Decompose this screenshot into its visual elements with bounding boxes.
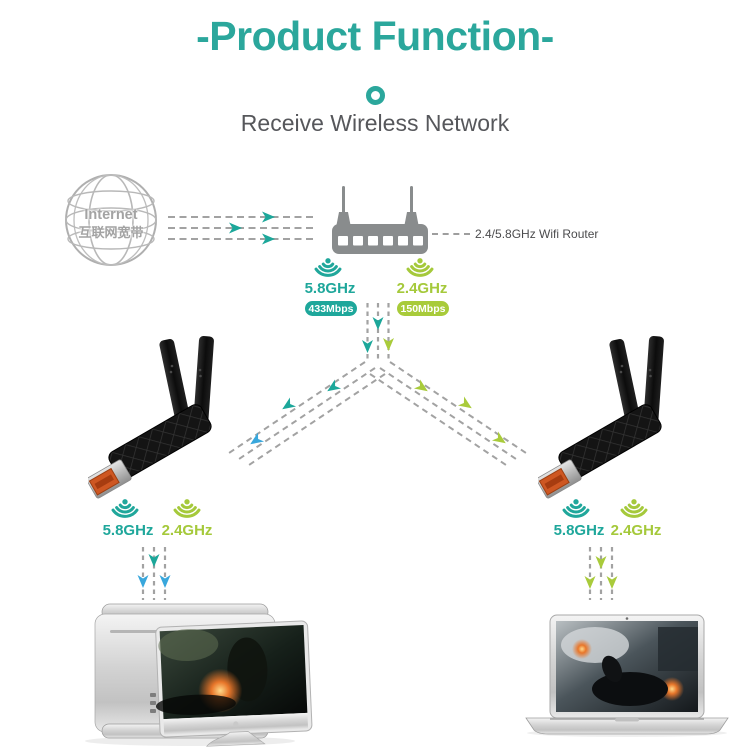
left-adapter-2g-freq: 2.4GHz <box>161 522 213 539</box>
router-2g-freq: 2.4GHz <box>396 280 448 297</box>
monitor <box>155 620 313 747</box>
desktop-computer <box>85 603 313 747</box>
usb-wifi-adapter-right <box>538 336 664 499</box>
router-5g-speed-badge: 433Mbps <box>305 301 357 316</box>
left-adapter-5g-freq: 5.8GHz <box>102 522 154 539</box>
usb-connector <box>538 459 582 499</box>
laptop-computer <box>525 614 729 737</box>
usb-wifi-adapter-left <box>88 336 214 499</box>
router-5g-freq: 5.8GHz <box>304 280 356 297</box>
wifi-2g-icon <box>406 258 434 277</box>
wifi-2g-icon <box>173 499 201 518</box>
page-subtitle: Receive Wireless Network <box>240 110 510 136</box>
router-label: 2.4/5.8GHz Wifi Router <box>475 227 599 241</box>
router-callout-line <box>432 233 470 235</box>
internet-label-cn: 互联网宽带 <box>78 225 144 240</box>
arrow-down-icon <box>372 317 384 330</box>
wifi-5g-icon <box>111 499 139 518</box>
flow-left-adapter-to-desktop <box>137 547 171 600</box>
right-adapter-5g-freq: 5.8GHz <box>553 522 605 539</box>
arrow-down-icon <box>584 576 596 589</box>
internet-label: Internet <box>84 207 138 223</box>
flow-internet-to-router <box>168 211 314 245</box>
flow-split-branches <box>225 361 530 468</box>
router-2g-speed-badge: 150Mbps <box>397 301 449 316</box>
arrow-downleft-icon <box>279 397 297 414</box>
wifi-5g-icon <box>314 258 342 277</box>
arrow-down-icon <box>606 576 618 589</box>
ring-icon <box>366 86 385 105</box>
right-adapter-2g-freq: 2.4GHz <box>610 522 662 539</box>
flow-router-down <box>362 303 394 362</box>
laptop-base <box>525 717 729 735</box>
arrow-down-icon <box>362 340 373 353</box>
laptop-screen <box>549 614 705 719</box>
flow-right-adapter-to-laptop <box>584 547 618 600</box>
internet-globe-icon <box>65 174 157 266</box>
arrow-downright-icon <box>457 396 475 413</box>
wifi-5g-icon <box>562 499 590 518</box>
wifi-2g-icon <box>620 499 648 518</box>
wifi-router-icon <box>332 186 428 254</box>
adapter-body <box>108 404 212 480</box>
page-title: -Product Function- <box>196 13 554 59</box>
usb-connector <box>88 459 132 499</box>
